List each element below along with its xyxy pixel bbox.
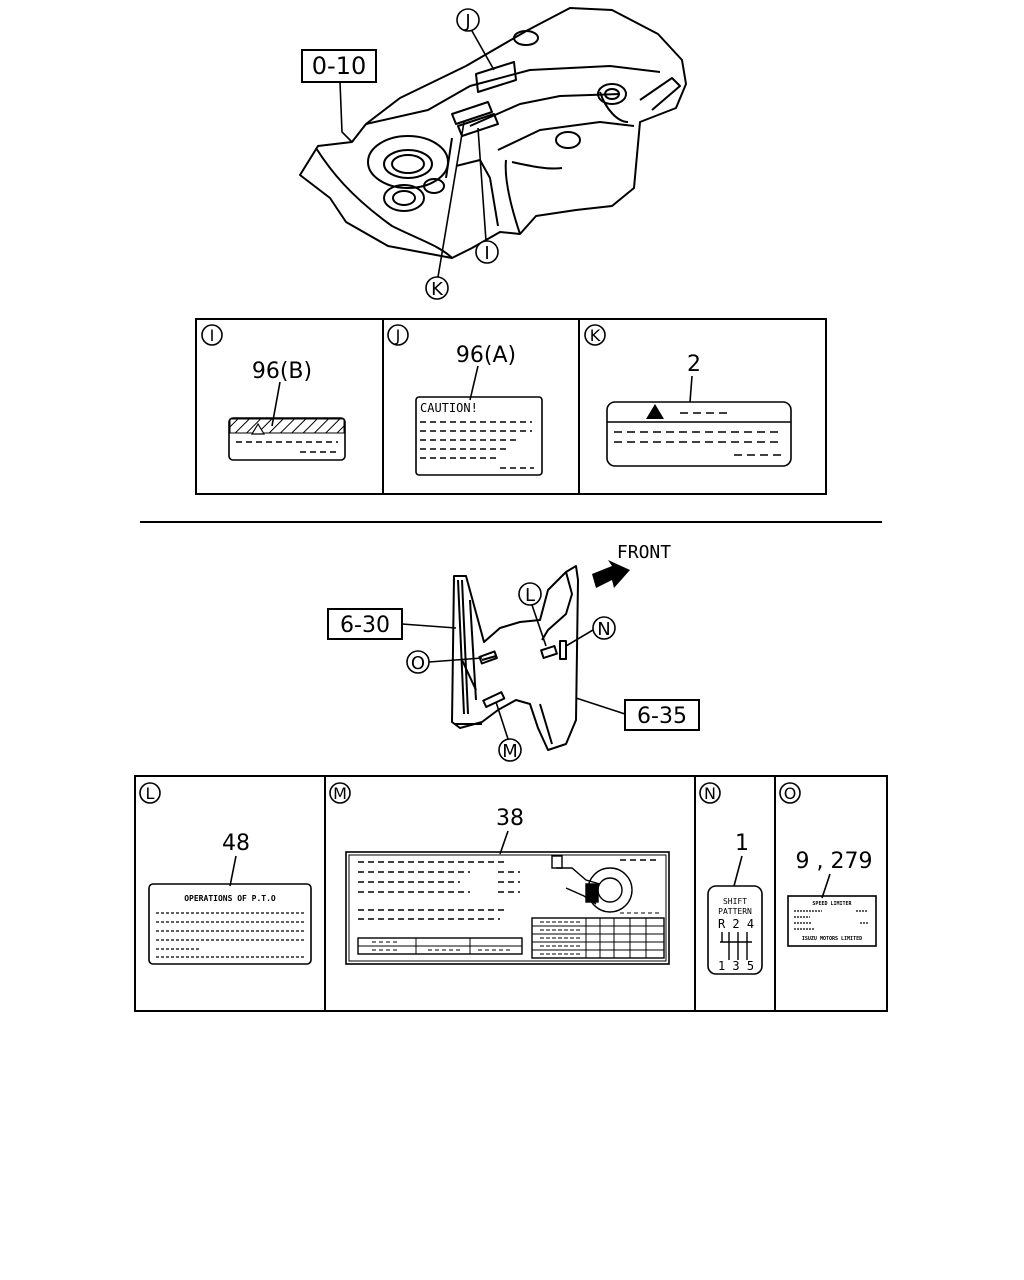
tire-diagram-icon — [551, 855, 633, 913]
bottom-label-table: L 48 OPERATIONS OF P.T.O M 38 — [134, 775, 888, 1012]
shift-gears-bottom: 1 3 5 — [718, 959, 754, 973]
ref-6-35-text: 6-35 — [637, 704, 687, 729]
panel-j-part-number: 96(A) — [456, 343, 516, 368]
panel-j-letter: J — [395, 326, 401, 345]
callout-i: I — [475, 127, 499, 264]
panel-i-letter: I — [210, 326, 215, 345]
transmission-case-drawing — [299, 7, 687, 259]
pressure-table-small — [357, 937, 523, 955]
panel-m-letter: M — [333, 784, 347, 803]
panel-n-letter: N — [704, 784, 716, 803]
callout-n: N — [565, 616, 616, 647]
panel-j: J 96(A) CAUTION! — [387, 324, 543, 476]
ref-6-30-text: 6-30 — [340, 613, 390, 638]
letter-j-text: J — [464, 11, 470, 32]
callout-0-10: 0-10 — [301, 49, 377, 143]
callout-6-35: 6-35 — [575, 697, 700, 731]
caution-heading: CAUTION! — [420, 401, 478, 415]
speed-limiter-footer: ISUZU MOTORS LIMITED — [802, 936, 862, 942]
callout-j: J — [456, 8, 495, 71]
shift-gears-top: R 2 4 — [718, 917, 754, 931]
panel-i-part-number: 96(B) — [252, 359, 312, 384]
letter-n-text: N — [597, 619, 610, 640]
top-label-table: I 96(B) J 96(A) — [195, 318, 827, 495]
front-arrow-icon — [592, 560, 630, 588]
panel-m: M 38 — [329, 782, 670, 965]
shift-label-line2: PATTERN — [718, 907, 752, 916]
callout-k: K — [425, 121, 465, 300]
cab-panel-drawing — [451, 565, 579, 751]
pressure-table-grid — [531, 912, 665, 959]
speed-limiter-label: SPEED LIMITER ISUZU MOTORS LIMITED — [787, 895, 877, 947]
tire-info-label — [345, 851, 670, 965]
front-indicator: FRONT — [592, 542, 671, 588]
warning-triangle-icon — [250, 422, 266, 435]
callout-o: O — [406, 650, 483, 674]
shift-pattern-label: SHIFT PATTERN R 2 4 1 3 5 — [707, 885, 763, 975]
panel-l-letter: L — [146, 784, 155, 803]
callout-l: L — [518, 582, 547, 647]
panel-n: N 1 SHIFT PATTERN R 2 4 1 3 5 — [699, 782, 763, 975]
panel-m-part-number: 38 — [496, 806, 524, 831]
letter-l-text: L — [525, 585, 535, 606]
panel-o-part-number: 9 , 279 — [796, 849, 873, 874]
callout-6-30: 6-30 — [327, 608, 457, 640]
panel-l: L 48 OPERATIONS OF P.T.O — [139, 782, 312, 965]
panel-n-part-number: 1 — [735, 831, 749, 856]
panel-k-part-number: 2 — [687, 352, 701, 377]
letter-k-text: K — [431, 279, 444, 300]
panel-i: I 96(B) — [201, 324, 346, 461]
shift-pattern-gate-icon — [720, 932, 752, 960]
speed-limiter-heading: SPEED LIMITER — [812, 901, 852, 907]
pto-operations-label: OPERATIONS OF P.T.O — [148, 883, 312, 965]
panel-o-letter: O — [784, 784, 797, 803]
letter-o-text: O — [411, 653, 425, 674]
shift-label-line1: SHIFT — [723, 897, 747, 906]
caution-label-96a: CAUTION! — [415, 396, 543, 476]
letter-i-text: I — [484, 243, 489, 264]
warning-label-2 — [606, 401, 792, 467]
ref-0-10-text: 0-10 — [312, 52, 366, 80]
callout-m: M — [495, 701, 522, 762]
panel-l-part-number: 48 — [222, 831, 250, 856]
pto-label-heading: OPERATIONS OF P.T.O — [184, 894, 276, 903]
panel-k-letter: K — [590, 326, 601, 345]
letter-m-text: M — [502, 741, 518, 762]
front-label: FRONT — [617, 542, 671, 563]
panel-o: O 9 , 279 SPEED LIMITER ISUZU MOTORS LIM… — [779, 782, 877, 947]
warning-triangle-icon — [646, 404, 664, 419]
warning-label-96b — [228, 417, 346, 461]
panel-k: K 2 — [584, 324, 792, 467]
